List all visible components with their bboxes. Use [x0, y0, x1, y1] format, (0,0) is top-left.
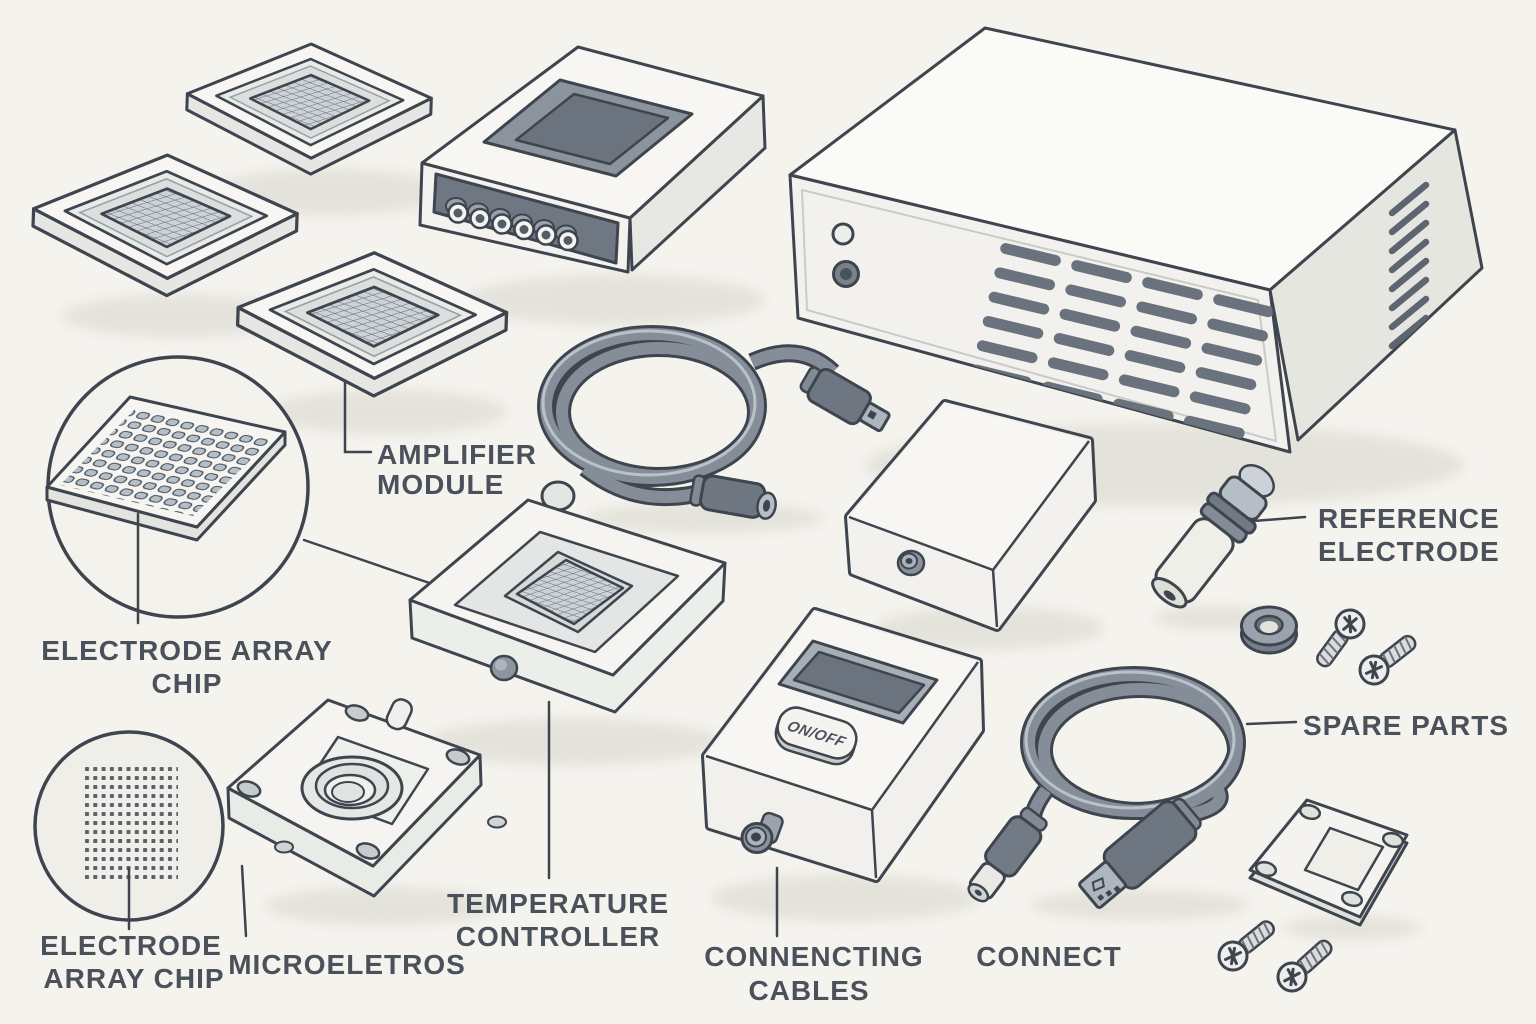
label-electrode-array-chip-top: ELECTRODE ARRAY — [41, 635, 332, 666]
connecting-cable-1 — [537, 325, 891, 520]
electrode-dot-grid — [83, 767, 178, 884]
label-electrode-array-chip-bottom: ELECTRODE — [40, 930, 222, 961]
gasket-plate — [1248, 798, 1409, 927]
electrode-array-chip-callout-top — [45, 355, 449, 625]
label-temperature-controller-2: CONTROLLER — [456, 921, 660, 952]
microelectrode-holder — [226, 698, 507, 938]
reference-electrode — [1151, 464, 1307, 609]
label-spare-parts: SPARE PARTS — [1303, 710, 1509, 741]
label-connect: CONNECT — [976, 941, 1121, 972]
panel-connectors — [445, 197, 579, 252]
connecting-cable-2 — [967, 666, 1246, 909]
control-box: ON/OFF — [701, 607, 985, 938]
cable-2-usb-plug — [1078, 797, 1202, 909]
callout-connector-line — [302, 538, 449, 591]
controller-knob — [489, 654, 519, 682]
label-amplifier-module: AMPLIFIER — [377, 439, 537, 470]
accessory-box-connector — [896, 549, 926, 577]
electrode-pad-array — [60, 408, 272, 516]
chip-tray-3 — [233, 246, 511, 403]
accessory-box — [844, 399, 1097, 632]
amplifier-module — [418, 45, 767, 274]
cable-1-plug — [799, 366, 891, 433]
electrode-array-chip-callout-bottom — [33, 730, 225, 931]
mounted-chip — [515, 558, 625, 626]
cable-2-barrel-plug — [967, 806, 1048, 903]
label-amplifier-module-2: MODULE — [377, 469, 504, 500]
corner-holes — [236, 704, 471, 860]
screw-2 — [1352, 626, 1424, 692]
display-screen — [792, 650, 926, 715]
power-led — [831, 222, 855, 246]
label-electrode-array-chip-top-2: CHIP — [152, 668, 223, 699]
control-box-connector — [740, 811, 784, 854]
screw-3 — [1211, 912, 1283, 978]
label-connecting-cables: CONNENCTING — [704, 941, 923, 972]
label-microeletros: MICROELETROS — [228, 949, 466, 980]
leader-line-reference — [1251, 515, 1307, 523]
label-reference-electrode: REFERENCE — [1318, 503, 1500, 534]
cable-1-barrel-plug — [689, 474, 777, 520]
main-unit — [788, 26, 1484, 454]
power-button: ON/OFF — [774, 706, 858, 766]
leader-line-amplifier — [343, 379, 373, 454]
washer — [1240, 605, 1298, 655]
leader-line-spare-parts — [1245, 720, 1298, 726]
label-temperature-controller: TEMPERATURE — [447, 888, 669, 919]
chip-tray-1 — [183, 38, 435, 180]
temperature-controller — [408, 480, 727, 880]
screw-4 — [1270, 931, 1341, 999]
leader-line-microeletros — [240, 864, 248, 938]
label-reference-electrode-2: ELECTRODE — [1318, 536, 1500, 567]
label-connecting-cables-2: CABLES — [748, 975, 869, 1006]
label-electrode-array-chip-bottom-2: ARRAY CHIP — [43, 963, 224, 994]
